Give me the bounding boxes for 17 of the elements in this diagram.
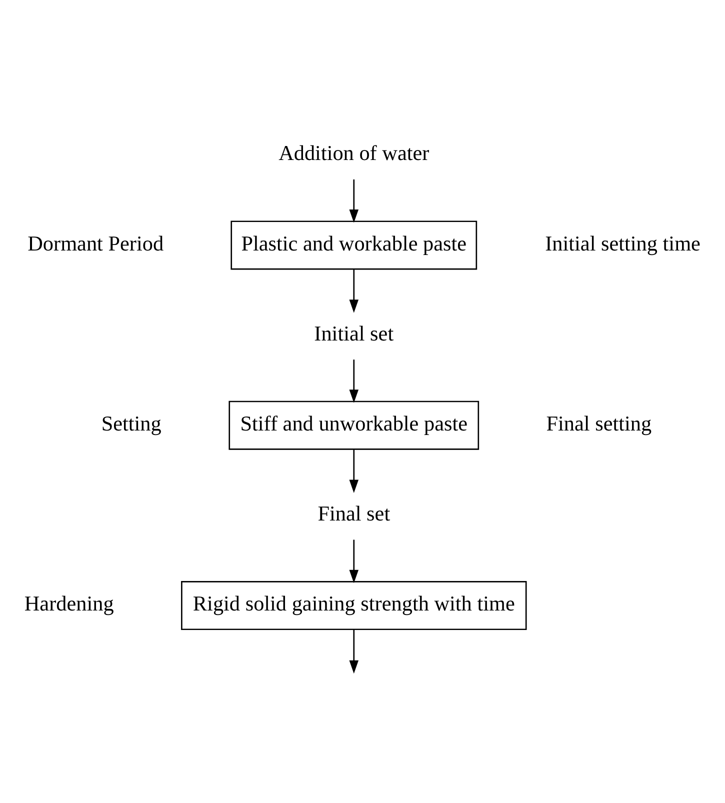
arrow [349, 269, 359, 312]
label: Final setting [546, 410, 652, 435]
arrow [349, 359, 359, 402]
node-box: Rigid solid gaining strength with time [181, 580, 527, 630]
node-text: Initial set [314, 320, 394, 345]
node-box: Stiff and unworkable paste [228, 400, 480, 450]
label: Setting [101, 410, 162, 435]
arrow [349, 178, 359, 222]
arrow [349, 449, 359, 492]
node-box: Plastic and workable paste [230, 220, 478, 270]
label: Initial setting time [545, 230, 700, 255]
label: Dormant Period [28, 230, 164, 255]
label: Hardening [24, 591, 114, 616]
node-text: Addition of water [278, 140, 430, 165]
arrow [349, 539, 359, 583]
arrow [349, 629, 359, 674]
node-text: Final set [318, 500, 390, 525]
